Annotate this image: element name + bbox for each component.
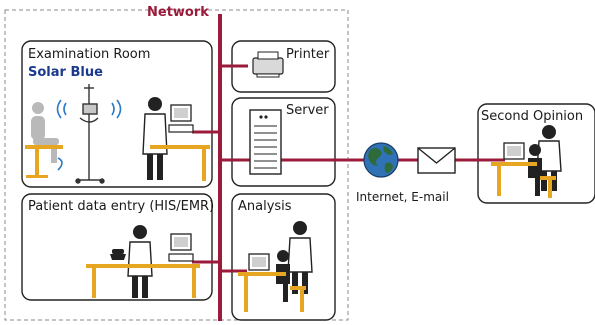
telephone-icon — [110, 249, 126, 260]
desk-icon — [491, 162, 556, 198]
analysis-label: Analysis — [238, 199, 292, 214]
second-opinion-label: Second Opinion — [481, 109, 584, 124]
desk-icon — [238, 272, 306, 312]
iv-stand-equipment-icon — [75, 84, 105, 184]
examination-room-label: Examination Room — [28, 47, 151, 62]
globe-icon — [363, 142, 399, 178]
email-envelope-icon — [417, 147, 456, 174]
patient-entry-box — [21, 193, 213, 301]
wireless-signal-icon — [56, 99, 122, 171]
patient-entry-label: Patient data entry (HIS/EMR) — [28, 199, 215, 214]
printer-label: Printer — [286, 47, 330, 62]
network-label: Network — [147, 5, 209, 20]
desk-icon — [86, 264, 200, 298]
server-label: Server — [286, 103, 329, 118]
doctor-figure-icon — [142, 97, 168, 180]
internet-email-label: Internet, E-mail — [356, 190, 449, 204]
solar-blue-label: Solar Blue — [28, 65, 103, 80]
printer-icon — [252, 51, 284, 78]
computer-icon — [248, 253, 270, 271]
computer-icon — [168, 104, 194, 133]
desk-icon — [150, 145, 210, 181]
patient-chair-illustration — [25, 102, 63, 178]
doctor-figure-icon — [287, 221, 313, 294]
computer-icon — [503, 142, 525, 160]
network-boundary — [4, 9, 349, 321]
computer-icon — [168, 233, 194, 262]
server-icon — [249, 109, 282, 175]
